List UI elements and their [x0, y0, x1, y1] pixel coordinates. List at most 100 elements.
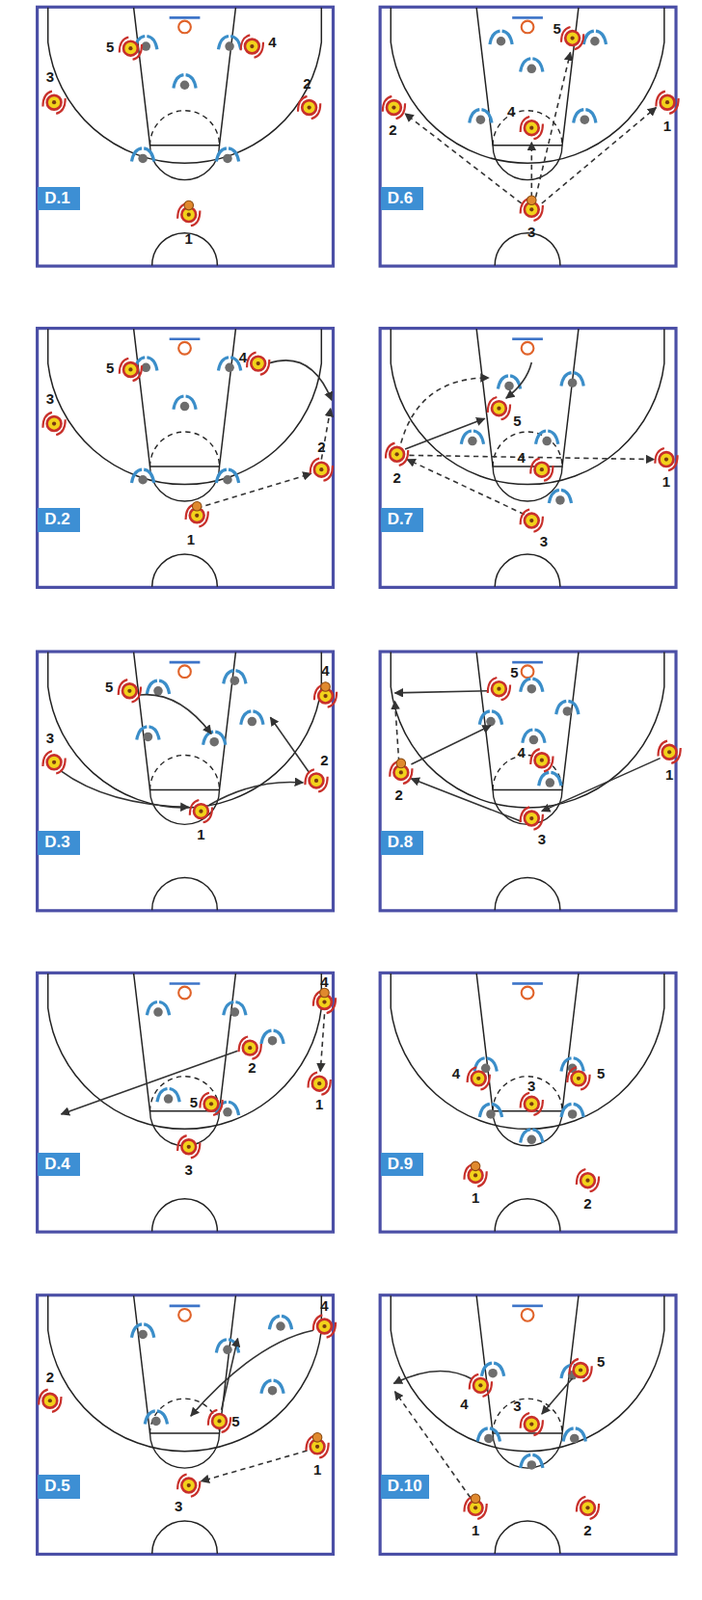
- offense-player: [571, 1071, 587, 1086]
- player-center: [576, 1077, 581, 1081]
- offense-player: [244, 39, 260, 54]
- player-center: [322, 999, 326, 1004]
- pass-arrow: [536, 52, 571, 197]
- hoop: [178, 21, 191, 34]
- pass-arrow: [401, 378, 489, 444]
- center-circle: [494, 554, 561, 588]
- offense-player: [580, 1173, 595, 1188]
- player-number: 4: [320, 1298, 328, 1314]
- player-center: [249, 44, 254, 49]
- defender-dot: [209, 737, 219, 748]
- defender-dot: [180, 80, 190, 90]
- tag-text: D.1: [44, 189, 70, 208]
- cut-arrow: [541, 1378, 573, 1415]
- offense-player: [491, 681, 507, 697]
- offense-player: [243, 1041, 258, 1056]
- player-center: [187, 1145, 191, 1150]
- three-point-line: [48, 7, 323, 163]
- offense-player: [47, 416, 62, 432]
- court-panel: [37, 6, 334, 267]
- tag-text: D.4: [44, 1155, 70, 1174]
- player-center: [319, 467, 324, 472]
- defender-dot: [222, 1107, 233, 1118]
- court-panel: [379, 6, 679, 267]
- three-point-line: [390, 328, 665, 485]
- player-number: 4: [268, 34, 276, 50]
- defender-dot: [151, 1417, 162, 1428]
- hoop: [521, 21, 535, 34]
- panel-frame: [379, 6, 676, 267]
- player-number: 1: [313, 1461, 322, 1477]
- tag-text: D.3: [44, 833, 70, 852]
- diagram-tag: D.2: [37, 508, 81, 533]
- player-number: 1: [665, 767, 674, 783]
- player-center: [476, 1077, 481, 1081]
- defender-dot: [224, 363, 235, 374]
- player-center: [323, 694, 327, 699]
- player-number: 3: [527, 224, 536, 240]
- offense-player: [312, 1077, 327, 1092]
- three-point-line: [48, 328, 323, 485]
- backboard: [169, 337, 201, 341]
- hoop: [178, 987, 191, 1000]
- diagram-tag: D.3: [37, 831, 81, 856]
- defender-dot: [487, 1369, 498, 1379]
- player-center: [667, 750, 672, 755]
- cut-arrow: [209, 782, 303, 806]
- defender-dot: [527, 1460, 538, 1471]
- offense-player: [524, 513, 540, 529]
- pass-arrow: [406, 459, 525, 515]
- hoop: [178, 665, 191, 678]
- tag-text: D.10: [387, 1477, 423, 1496]
- player-center: [473, 1173, 478, 1178]
- tag-text: D.2: [44, 510, 70, 529]
- offense-player: [47, 95, 62, 110]
- defender-dot: [590, 36, 600, 47]
- court-panel: [37, 328, 334, 589]
- defender-dot: [222, 1346, 233, 1356]
- player-center: [540, 758, 544, 763]
- hoop: [521, 1309, 535, 1323]
- defender-dot: [545, 778, 556, 788]
- offense-player: [524, 811, 540, 827]
- player-number: 2: [388, 122, 397, 137]
- player-center: [315, 1445, 320, 1450]
- player-number: 4: [517, 744, 526, 759]
- defender-dot: [486, 717, 496, 728]
- player-center: [314, 779, 319, 783]
- player-number: 2: [302, 75, 311, 90]
- panel-frame: [379, 651, 676, 912]
- player-center: [578, 1368, 583, 1373]
- tag-text: D.9: [387, 1155, 413, 1174]
- backboard: [512, 337, 543, 341]
- court-panel: [379, 972, 676, 1233]
- court-panel: [37, 972, 337, 1233]
- offense-player: [386, 100, 402, 115]
- player-number: 5: [596, 1353, 605, 1369]
- defender-dot: [476, 114, 486, 125]
- basketball: [321, 682, 331, 693]
- three-point-line: [390, 973, 665, 1130]
- lane: [476, 328, 579, 467]
- panel-frame: [37, 1296, 334, 1556]
- circle-top: [492, 1399, 563, 1434]
- backboard: [169, 1305, 201, 1309]
- defender-dot: [567, 378, 578, 388]
- player-number: 2: [46, 1370, 54, 1385]
- cut-arrow: [139, 695, 212, 735]
- defender-dot: [230, 1007, 241, 1018]
- player-center: [187, 1484, 191, 1488]
- defender-dot: [486, 1109, 496, 1120]
- player-center: [529, 518, 534, 523]
- player-center: [322, 1324, 326, 1329]
- offense-player: [204, 1097, 219, 1112]
- panel-frame: [379, 1296, 676, 1556]
- court-panel: [37, 1296, 337, 1556]
- circle-top: [150, 432, 220, 467]
- player-number: 2: [317, 439, 325, 455]
- player-center: [529, 207, 534, 212]
- three-point-line: [48, 1296, 323, 1452]
- panel-frame: [379, 328, 676, 589]
- defender-dot: [222, 475, 233, 486]
- offense-player: [389, 447, 405, 462]
